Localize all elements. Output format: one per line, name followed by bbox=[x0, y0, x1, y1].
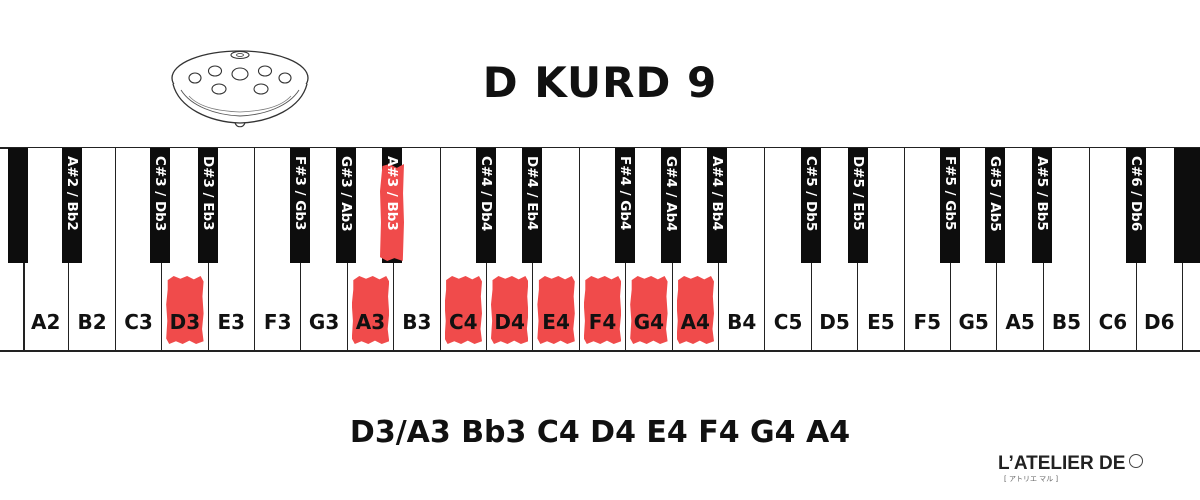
white-key-label: E4 bbox=[542, 310, 570, 334]
black-key: A#2 / Bb2 bbox=[62, 148, 82, 263]
black-key: G#3 / Ab3 bbox=[336, 148, 356, 263]
black-key: C#4 / Db4 bbox=[476, 148, 496, 263]
page-title: D KURD 9 bbox=[482, 58, 718, 107]
key-highlight bbox=[380, 164, 404, 261]
black-key-label: G#5 / Ab5 bbox=[987, 156, 1003, 232]
white-key-label: G5 bbox=[958, 310, 989, 334]
white-key-label: B2 bbox=[77, 310, 107, 334]
white-key-label: B4 bbox=[727, 310, 757, 334]
black-key-label: F#3 / Gb3 bbox=[292, 156, 308, 231]
white-key-label: F4 bbox=[588, 310, 617, 334]
black-key: C#3 / Db3 bbox=[150, 148, 170, 263]
black-key-label: A#3 / Bb3 bbox=[384, 156, 400, 231]
black-key: C#6 / Db6 bbox=[1126, 148, 1146, 263]
black-key: D#4 / Eb4 bbox=[522, 148, 542, 263]
white-key-label: G4 bbox=[633, 310, 665, 334]
brand-name: L’ATELIER DE bbox=[998, 453, 1126, 474]
black-key-label: C#3 / Db3 bbox=[152, 156, 168, 232]
black-key-label: C#6 / Db6 bbox=[1128, 156, 1144, 232]
key-highlight bbox=[537, 276, 575, 344]
key-highlight bbox=[630, 276, 668, 344]
white-key-label: G3 bbox=[308, 310, 340, 334]
black-key: D#5 / Eb5 bbox=[848, 148, 868, 263]
white-key-label: D4 bbox=[494, 310, 525, 334]
black-key: G#4 / Ab4 bbox=[661, 148, 681, 263]
key-highlight bbox=[583, 276, 622, 344]
white-key-label: C4 bbox=[448, 310, 478, 334]
white-key-label: E3 bbox=[217, 310, 246, 334]
black-key: G#5 / Ab5 bbox=[985, 148, 1005, 263]
black-key-label: D#4 / Eb4 bbox=[524, 156, 540, 231]
black-key: A#4 / Bb4 bbox=[707, 148, 727, 263]
white-key-label: D3 bbox=[169, 310, 201, 334]
black-key-label: C#4 / Db4 bbox=[478, 156, 494, 232]
handpan-icon bbox=[171, 50, 309, 128]
black-key-label: A#4 / Bb4 bbox=[709, 156, 725, 231]
black-key-label: D#5 / Eb5 bbox=[850, 156, 866, 231]
brand-subtitle: [ アトリエ マル ] bbox=[1004, 475, 1059, 483]
key-highlight bbox=[491, 276, 529, 344]
black-key-label: F#5 / Gb5 bbox=[942, 156, 958, 231]
white-key-label: F3 bbox=[263, 310, 292, 334]
white-key-label: B3 bbox=[402, 310, 432, 334]
black-key-label: F#4 / Gb4 bbox=[617, 156, 633, 231]
black-key bbox=[1174, 148, 1200, 263]
black-key: A#5 / Bb5 bbox=[1032, 148, 1052, 263]
black-key: D#3 / Eb3 bbox=[198, 148, 218, 263]
white-key-label: A5 bbox=[1005, 310, 1035, 334]
white-key-label: F5 bbox=[913, 310, 942, 334]
white-key-label: A4 bbox=[680, 310, 710, 334]
white-key-label: E5 bbox=[867, 310, 895, 334]
keyboard-bottom-line bbox=[0, 350, 1200, 352]
white-key-label: B5 bbox=[1051, 310, 1082, 334]
black-key-label: G#3 / Ab3 bbox=[338, 156, 354, 232]
key-highlight bbox=[444, 276, 482, 344]
black-key-label: C#5 / Db5 bbox=[803, 156, 819, 232]
circle-icon bbox=[1129, 454, 1144, 468]
white-key-label: D5 bbox=[819, 310, 850, 334]
black-key: F#5 / Gb5 bbox=[940, 148, 960, 263]
black-key-label: A#5 / Bb5 bbox=[1034, 156, 1050, 231]
white-key-label: A2 bbox=[30, 310, 61, 334]
black-key: A#3 / Bb3 bbox=[380, 148, 404, 263]
keyboard-top-line bbox=[0, 147, 1200, 149]
brand-logo: L’ATELIER DE bbox=[998, 453, 1144, 475]
black-key-label: A#2 / Bb2 bbox=[64, 156, 80, 231]
white-key-label: D6 bbox=[1144, 310, 1175, 334]
black-key: C#5 / Db5 bbox=[801, 148, 821, 263]
black-key: F#3 / Gb3 bbox=[290, 148, 310, 263]
black-key-label: D#3 / Eb3 bbox=[200, 156, 216, 231]
key-highlight bbox=[676, 276, 714, 344]
scale-notes: D3/A3 Bb3 C4 D4 E4 F4 G4 A4 bbox=[349, 415, 851, 450]
black-key: F#4 / Gb4 bbox=[615, 148, 635, 263]
white-key: A2 bbox=[23, 148, 70, 350]
white-key-label: C6 bbox=[1098, 310, 1128, 334]
piano-keyboard: A2 B2 C3 D3 E3 F3 G3 A3 B3 C4 D4 E4 F4 G4 A4 B4 C5 D5 E5 F5… bbox=[0, 148, 1200, 352]
black-key bbox=[8, 148, 28, 263]
white-key-label: A3 bbox=[355, 310, 386, 334]
white-key-label: C5 bbox=[773, 310, 803, 334]
key-highlight bbox=[166, 276, 204, 344]
black-key-label: G#4 / Ab4 bbox=[663, 156, 679, 232]
white-key-label: C3 bbox=[124, 310, 153, 334]
key-highlight bbox=[351, 276, 390, 344]
